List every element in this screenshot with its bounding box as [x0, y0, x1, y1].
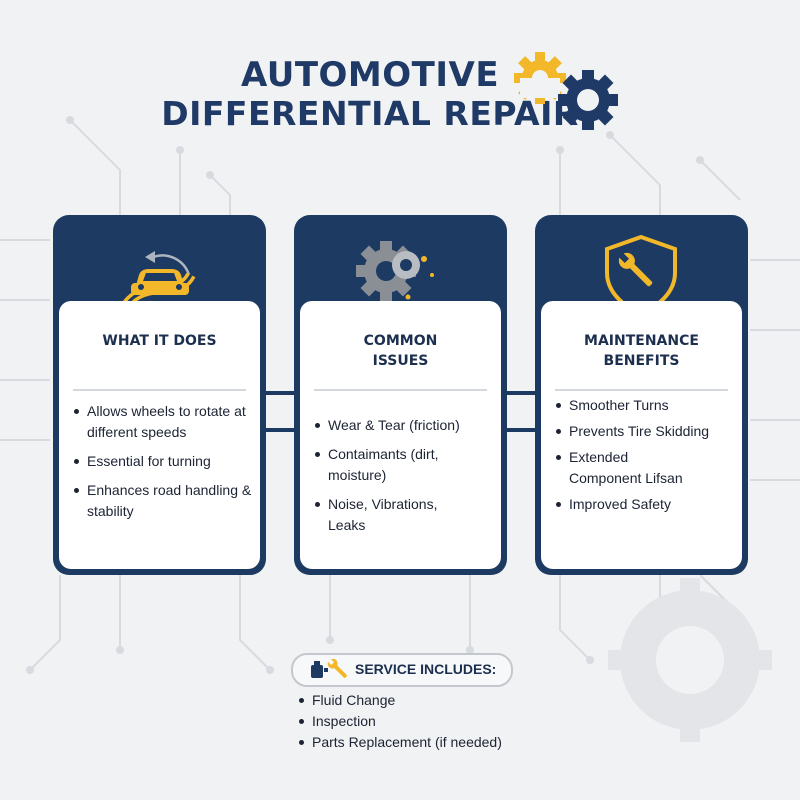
oil-can-wrench-icon [311, 659, 347, 678]
list-item: Essential for turning [73, 451, 252, 472]
card-heading: WHAT IT DOES [102, 333, 217, 349]
list-item: Fluid Change [298, 690, 502, 711]
card-heading: COMMON ISSUES [363, 333, 438, 369]
card-heading: MAINTENANCE BENEFITS [584, 333, 699, 369]
card-body: WHAT IT DOES Allows wheels to rotate at … [59, 301, 260, 569]
list-item: Prevents Tire Skidding [555, 421, 734, 442]
list-item: Inspection [298, 711, 502, 732]
list-item: Enhances road handling & stability [73, 480, 252, 522]
connector-line [507, 428, 535, 432]
divider [555, 389, 728, 391]
list-item: Allows wheels to rotate at different spe… [73, 401, 252, 443]
card-list: Wear & Tear (friction) Contaimants (dirt… [314, 415, 493, 544]
car-turning-icon [120, 251, 196, 305]
service-includes-badge: SERVICE INCLUDES: [291, 653, 513, 687]
card-list: Smoother Turns Prevents Tire Skidding Ex… [555, 395, 734, 523]
service-includes-label: SERVICE INCLUDES: [355, 661, 497, 677]
card-what-it-does: WHAT IT DOES Allows wheels to rotate at … [53, 215, 266, 575]
list-item: Smoother Turns [555, 395, 734, 416]
title-line-2: DIFFERENTIAL REPAIR [161, 94, 579, 133]
navy-gear-icon [558, 70, 618, 130]
gears-icon [514, 52, 618, 130]
list-item: Parts Replacement (if needed) [298, 732, 502, 753]
divider [73, 389, 246, 391]
list-item: Extended Component Lifsan [555, 447, 734, 489]
shield-wrench-icon [605, 235, 677, 305]
title-line-1: AUTOMOTIVE [240, 55, 500, 95]
gears-icon [356, 241, 434, 301]
service-list: Fluid Change Inspection Parts Replacemen… [298, 690, 502, 753]
list-item: Wear & Tear (friction) [314, 415, 493, 436]
divider [314, 389, 487, 391]
list-item: Contaimants (dirt, moisture) [314, 444, 493, 486]
connector-line [266, 391, 294, 395]
card-body: MAINTENANCE BENEFITS Smoother Turns Prev… [541, 301, 742, 569]
yellow-gear-icon [514, 52, 566, 104]
card-common-issues: COMMON ISSUES Wear & Tear (friction) Con… [294, 215, 507, 575]
list-item: Noise, Vibrations, Leaks [314, 494, 493, 536]
card-maintenance-benefits: MAINTENANCE BENEFITS Smoother Turns Prev… [535, 215, 748, 575]
card-list: Allows wheels to rotate at different spe… [73, 401, 252, 530]
list-item: Improved Safety [555, 494, 734, 515]
page-title: AUTOMOTIVE DIFFERENTIAL REPAIR [0, 55, 800, 133]
connector-line [266, 428, 294, 432]
card-body: COMMON ISSUES Wear & Tear (friction) Con… [300, 301, 501, 569]
connector-line [507, 391, 535, 395]
